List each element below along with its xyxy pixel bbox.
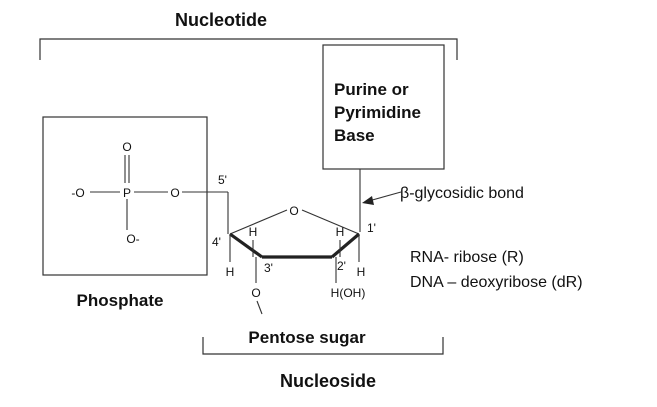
glycosidic-bond-label: β-glycosidic bond	[400, 185, 524, 202]
pentose-sugar-label: Pentose sugar	[248, 328, 366, 347]
nucleotide-title: Nucleotide	[175, 10, 267, 30]
nucleoside-bracket	[202, 337, 444, 355]
c5-label: 5'	[218, 173, 227, 187]
base-box	[322, 44, 445, 170]
rna-label: RNA- ribose (R)	[410, 249, 524, 266]
glycosidic-arrow-head	[362, 196, 374, 205]
dna-label: DNA – deoxyribose (dR)	[410, 274, 583, 291]
phosphate-bottom-oxygen: O-	[126, 232, 139, 246]
oh-c2: H(OH)	[331, 286, 366, 300]
o-c3: O	[251, 286, 260, 300]
base-label-line3: Base	[334, 126, 375, 145]
o-c3-tail	[256, 300, 263, 315]
h-c4-up: H	[249, 225, 258, 239]
c1-label: 1'	[367, 221, 376, 235]
phosphate-left-oxygen: -O	[71, 186, 84, 200]
c2-label: 2'	[337, 259, 346, 273]
phosphate-label: Phosphate	[77, 291, 164, 310]
ring-c4-o-bond	[229, 209, 288, 235]
nucleotide-bracket	[39, 38, 458, 60]
base-label-line2: Pyrimidine	[334, 103, 421, 122]
phosphorus-atom: P	[123, 186, 131, 200]
h-c4-down: H	[226, 265, 235, 279]
base-label-line1: Purine or	[334, 80, 409, 99]
phosphate-box	[42, 116, 208, 276]
phosphate-top-oxygen: O	[122, 140, 131, 154]
nucleoside-title: Nucleoside	[280, 371, 376, 391]
ring-o-c1-bond	[301, 209, 360, 235]
ring-c2-c1-bond	[330, 232, 361, 259]
phosphate-right-oxygen: O	[170, 186, 179, 200]
h-c2: H	[357, 265, 366, 279]
c4-label: 4'	[212, 235, 221, 249]
h-c1-up: H	[336, 225, 345, 239]
ring-oxygen: O	[289, 204, 298, 218]
c3-label: 3'	[264, 261, 273, 275]
ring-c4-c3-bond	[229, 232, 263, 259]
